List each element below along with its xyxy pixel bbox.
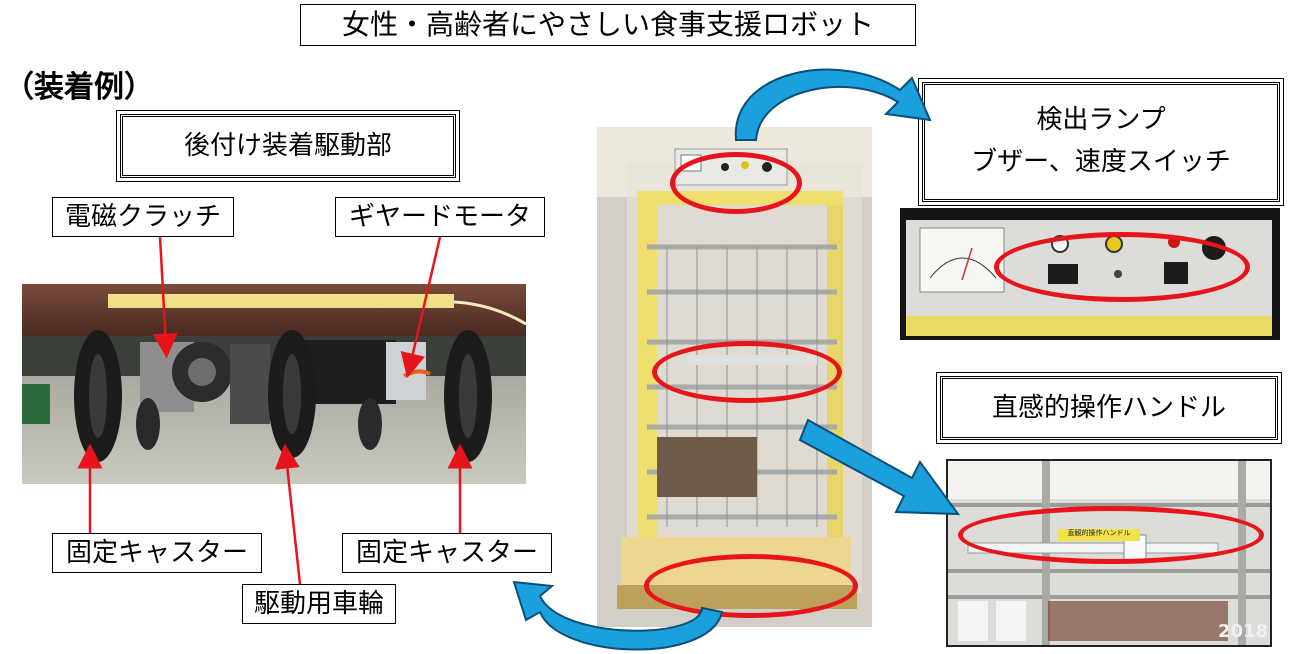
drive-unit-title: 後付け装着駆動部 (116, 110, 460, 182)
highlight-panel-buttons (994, 232, 1250, 302)
year-mark: 2018 (1218, 621, 1269, 642)
handle-box: 直感的操作ハンドル (936, 372, 1282, 444)
highlight-drive-unit (644, 554, 858, 618)
callout-caster-right: 固定キャスター (342, 533, 552, 573)
lamp-box: 検出ランプ ブザー、速度スイッチ (918, 78, 1284, 206)
page-title: 女性・高齢者にやさしい食事支援ロボット (300, 4, 916, 46)
callout-caster-left: 固定キャスター (52, 533, 262, 573)
callout-drive-wheel: 駆動用車輪 (242, 584, 396, 624)
callout-motor: ギヤードモータ (335, 197, 545, 237)
lamp-box-line1: 検出ランプ (1036, 105, 1166, 136)
lamp-box-line2: ブザー、速度スイッチ (971, 147, 1231, 177)
drive-unit-illustration (22, 284, 526, 484)
example-label: （装着例） (4, 70, 154, 105)
highlight-control-panel (670, 152, 802, 214)
callout-clutch: 電磁クラッチ (52, 197, 234, 237)
highlight-handle (652, 341, 842, 403)
highlight-handle-bar (958, 506, 1264, 564)
drive-unit-photo (22, 284, 526, 484)
